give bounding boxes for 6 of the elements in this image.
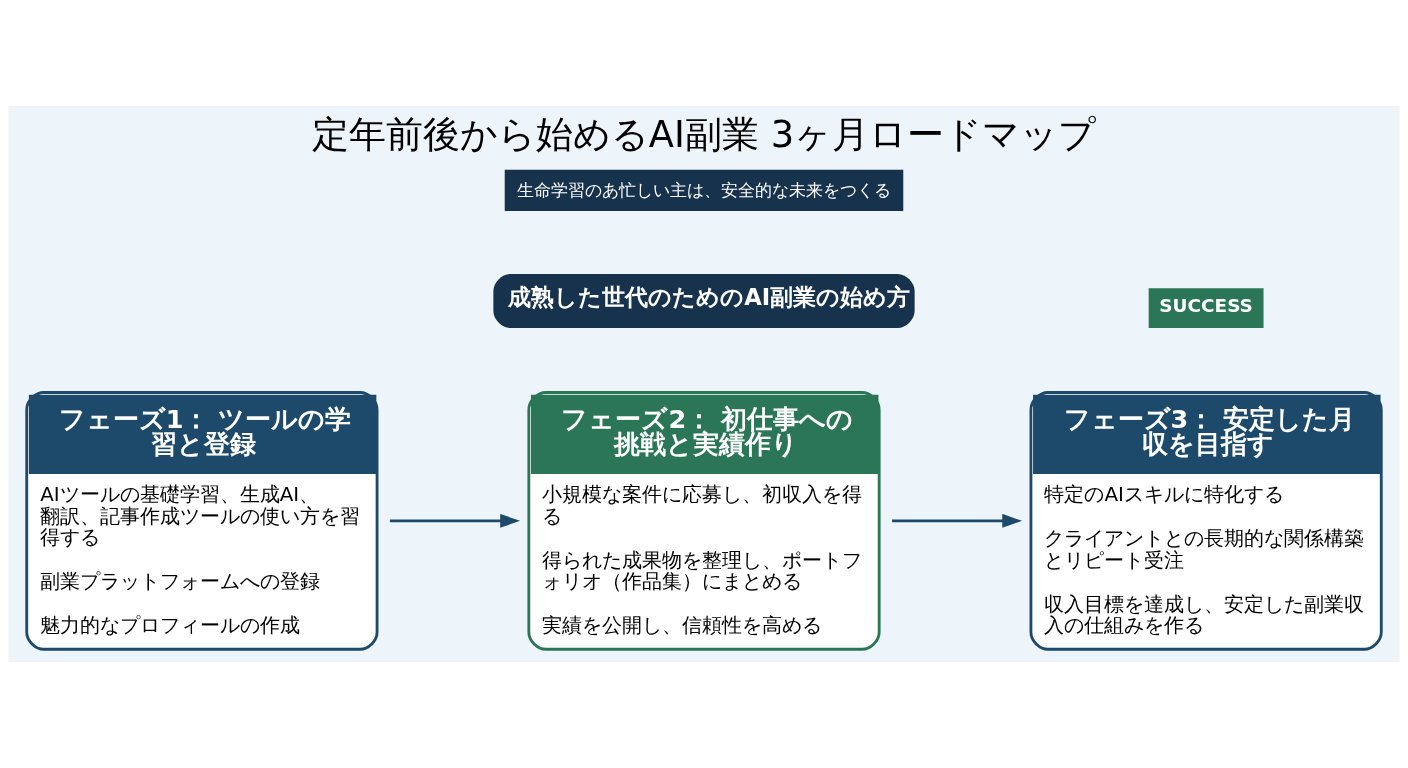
- arrow: [389, 513, 521, 528]
- label: 成熟した世代のためのAI副業の始め方: [508, 284, 911, 310]
- caption: 生命学習のあ忙しい主は、安全的な未来をつくる: [516, 179, 891, 200]
- arrow: [892, 513, 1023, 528]
- diagram-title: 定年前後から始めるAI副業 3ヶ月ロードマップ: [311, 112, 1097, 156]
- label: SUCCESS: [1159, 294, 1253, 316]
